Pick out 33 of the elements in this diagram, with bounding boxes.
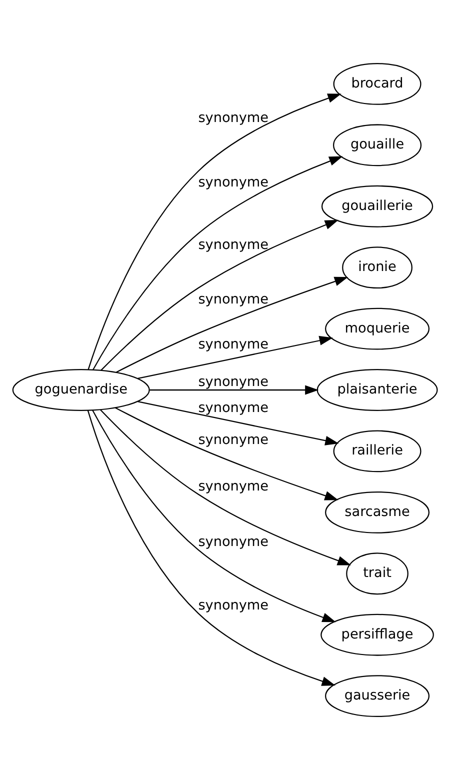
arrow — [92, 156, 343, 370]
edge-label: synonyme — [198, 431, 269, 448]
arrow — [92, 409, 336, 622]
arrow — [116, 276, 348, 372]
arrow — [150, 384, 319, 394]
arrow — [138, 400, 339, 445]
node-ellipse: ironie — [342, 246, 412, 288]
edge-label: synonyme — [198, 290, 269, 307]
node-ellipse: sarcasme — [325, 490, 430, 533]
arrow — [100, 408, 352, 565]
arrow — [138, 335, 333, 378]
node-ellipse: trait — [346, 552, 408, 594]
arrow — [100, 219, 339, 370]
edge-label: synonyme — [198, 174, 269, 190]
node-ellipse: plaisanterie — [316, 368, 438, 410]
edge-label: synonyme — [198, 374, 269, 390]
node-ellipse: moquerie — [325, 307, 430, 350]
edge-label: synonyme — [198, 533, 269, 550]
edge-label: synonyme — [198, 236, 269, 252]
edge-label: synonyme — [198, 110, 269, 126]
edge-label: synonyme — [198, 596, 269, 613]
node-ellipse: gouaillerie — [321, 184, 434, 227]
node-ellipse: brocard — [333, 62, 422, 104]
node-ellipse: raillerie — [333, 430, 422, 472]
edge-label: synonyme — [198, 336, 269, 352]
node-ellipse: gausserie — [325, 674, 430, 717]
node-ellipse: goguenardise — [12, 368, 150, 410]
arrow — [87, 410, 336, 686]
edge-label: synonyme — [198, 400, 269, 416]
edge-label: synonyme — [198, 478, 269, 494]
arrow — [115, 406, 338, 500]
node-ellipse: gouaille — [332, 124, 422, 166]
arrow — [88, 93, 342, 370]
